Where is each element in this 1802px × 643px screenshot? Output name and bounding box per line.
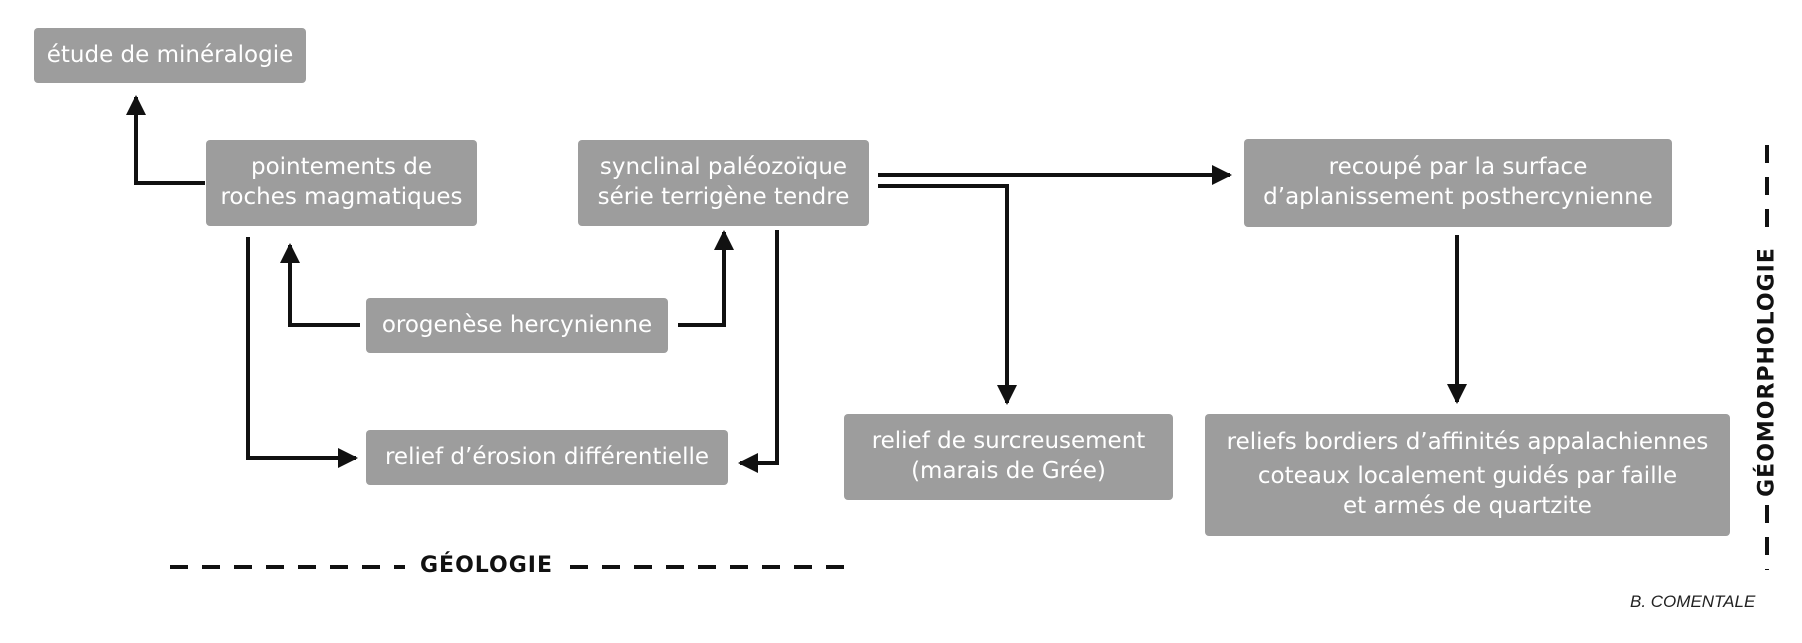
- box-line: synclinal paléozoïque: [599, 154, 848, 181]
- box-etude-mineralogie: étude de minéralogie: [34, 28, 306, 83]
- box-line: et armés de quartzite: [1343, 492, 1592, 519]
- box-orogenese-hercynienne: orogenèse hercynienne: [366, 298, 668, 353]
- arrow-pointements-to-mineralogie: [126, 95, 205, 185]
- arrow-pointements-to-relief-erosion: [246, 237, 358, 468]
- arrow-synclinal-to-surcreusement: [878, 184, 1017, 405]
- box-line: étude de minéralogie: [46, 41, 294, 68]
- box-synclinal-paleozoique: synclinal paléozoïque série terrigène te…: [578, 140, 869, 226]
- box-line: recoupé par la surface: [1328, 154, 1588, 181]
- geologie-label: GÉOLOGIE: [420, 553, 553, 578]
- box-line: (marais de Grée): [911, 458, 1106, 484]
- box-line: reliefs bordiers d’affinités appalachien…: [1226, 429, 1709, 456]
- arrow-synclinal-to-relief-erosion: [738, 230, 779, 473]
- author-credit: B. COMENTALE: [1630, 592, 1756, 611]
- box-line: relief de surcreusement: [871, 428, 1146, 455]
- box-recoupe-surface-aplanissement: recoupé par la surface d’aplanissement p…: [1244, 139, 1672, 227]
- box-line: série terrigène tendre: [597, 184, 850, 210]
- box-line: coteaux localement guidés par faille: [1257, 463, 1678, 490]
- box-line: relief d’érosion différentielle: [384, 443, 709, 470]
- arrow-orogenese-to-pointements: [280, 243, 360, 327]
- box-pointements-magmatiques: pointements de roches magmatiques: [206, 140, 477, 226]
- arrow-orogenese-to-synclinal: [678, 230, 734, 327]
- box-line: pointements de: [250, 154, 432, 181]
- box-reliefs-bordiers: reliefs bordiers d’affinités appalachien…: [1205, 414, 1730, 536]
- box-line: d’aplanissement posthercynienne: [1263, 184, 1653, 210]
- box-relief-surcreusement: relief de surcreusement (marais de Grée): [844, 414, 1173, 500]
- box-line: roches magmatiques: [220, 184, 463, 210]
- box-relief-erosion-differentielle: relief d’érosion différentielle: [366, 430, 728, 485]
- geomorphologie-label: GÉOMORPHOLOGIE: [1754, 247, 1780, 497]
- box-line: orogenèse hercynienne: [381, 311, 653, 338]
